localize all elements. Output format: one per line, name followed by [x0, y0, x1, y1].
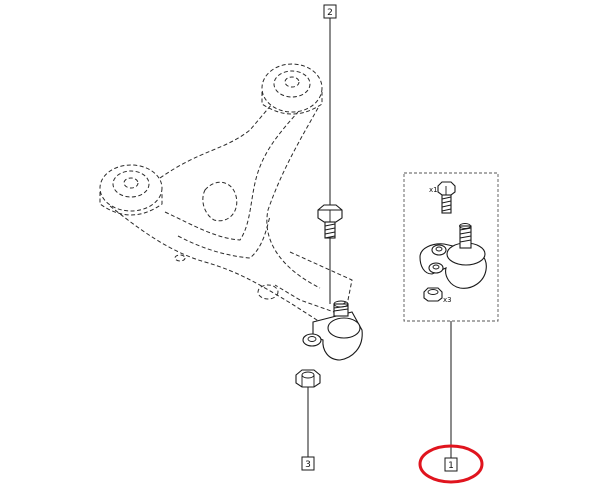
- arm-ball-joint-mount: [274, 251, 353, 313]
- svg-text:1: 1: [448, 461, 454, 471]
- kit-bolt: x1: [429, 181, 456, 214]
- control-arm-outline: [99, 63, 353, 323]
- rear-bushing: [261, 63, 323, 115]
- callout-3: 3: [301, 456, 315, 471]
- callout-1: 1: [444, 457, 458, 472]
- svg-text:2: 2: [327, 8, 333, 18]
- arm-inner-rib-2: [177, 215, 271, 259]
- bolt-part: [317, 204, 343, 244]
- callout-2: 2: [323, 4, 337, 19]
- arm-rear-edge: [266, 107, 321, 289]
- kit-nut: x3: [423, 287, 452, 304]
- arm-lower-edge: [109, 205, 321, 323]
- front-bushing: [99, 164, 163, 216]
- arm-inner-rib: [164, 111, 299, 241]
- arm-upper-edge: [159, 103, 273, 179]
- kit-bolt-qty: x1: [429, 186, 438, 194]
- kit-frame: [403, 172, 499, 322]
- svg-text:3: 3: [305, 460, 311, 470]
- highlight-circle: [418, 444, 484, 484]
- kit-ball-joint: [419, 223, 487, 289]
- arm-cutout: [202, 181, 238, 222]
- nut-part: [295, 369, 321, 388]
- kit-nut-qty: x3: [443, 296, 452, 304]
- mounted-ball-joint: [302, 300, 363, 361]
